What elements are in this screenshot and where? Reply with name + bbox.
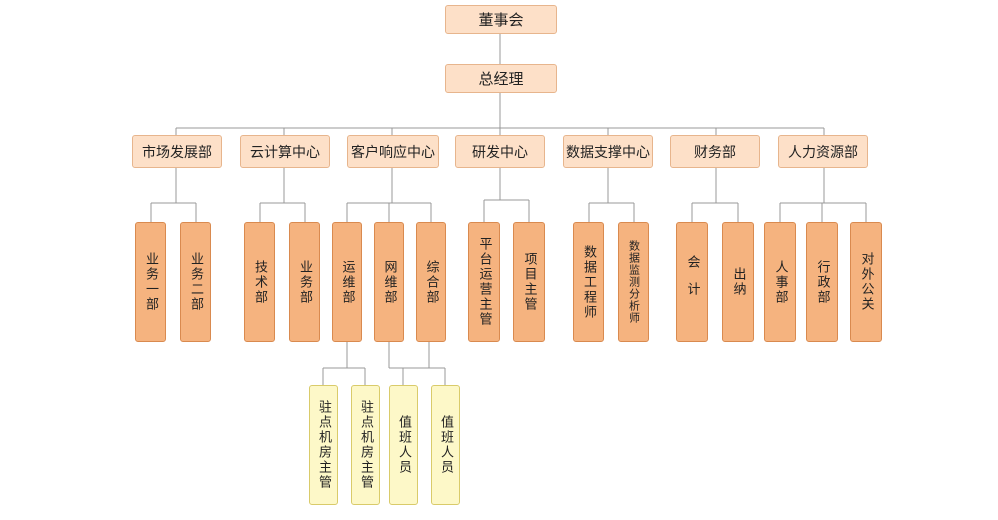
- dept-hr: 人力资源部: [778, 135, 868, 168]
- subunit-net-2: 值班人员: [431, 385, 460, 505]
- unit-data-analyst: 数据监测分析师: [618, 222, 649, 342]
- unit-market-2: 业务二部: [180, 222, 211, 342]
- unit-hr-pr: 对外公关: [850, 222, 882, 342]
- unit-market-1: 业务一部: [135, 222, 166, 342]
- board-node: 董事会: [445, 5, 557, 34]
- unit-customer-ops: 运维部: [332, 222, 362, 342]
- unit-rnd-platform: 平台运营主管: [468, 222, 500, 342]
- dept-customer: 客户响应中心: [347, 135, 439, 168]
- dept-finance: 财务部: [670, 135, 760, 168]
- unit-cloud-1: 技术部: [244, 222, 275, 342]
- subunit-ops-1: 驻点机房主管: [309, 385, 338, 505]
- dept-rnd: 研发中心: [455, 135, 545, 168]
- unit-customer-general: 综合部: [416, 222, 446, 342]
- dept-cloud: 云计算中心: [240, 135, 330, 168]
- dept-data: 数据支撑中心: [563, 135, 653, 168]
- unit-hr-admin: 行政部: [806, 222, 838, 342]
- unit-data-engineer: 数据工程师: [573, 222, 604, 342]
- unit-rnd-project: 项目主管: [513, 222, 545, 342]
- unit-hr-personnel: 人事部: [764, 222, 796, 342]
- subunit-net-1: 值班人员: [389, 385, 418, 505]
- unit-finance-cashier: 出纳: [722, 222, 754, 342]
- dept-market: 市场发展部: [132, 135, 222, 168]
- ceo-node: 总经理: [445, 64, 557, 93]
- unit-finance-accounting: 会计: [676, 222, 708, 342]
- subunit-ops-2: 驻点机房主管: [351, 385, 380, 505]
- unit-customer-net: 网维部: [374, 222, 404, 342]
- unit-cloud-2: 业务部: [289, 222, 320, 342]
